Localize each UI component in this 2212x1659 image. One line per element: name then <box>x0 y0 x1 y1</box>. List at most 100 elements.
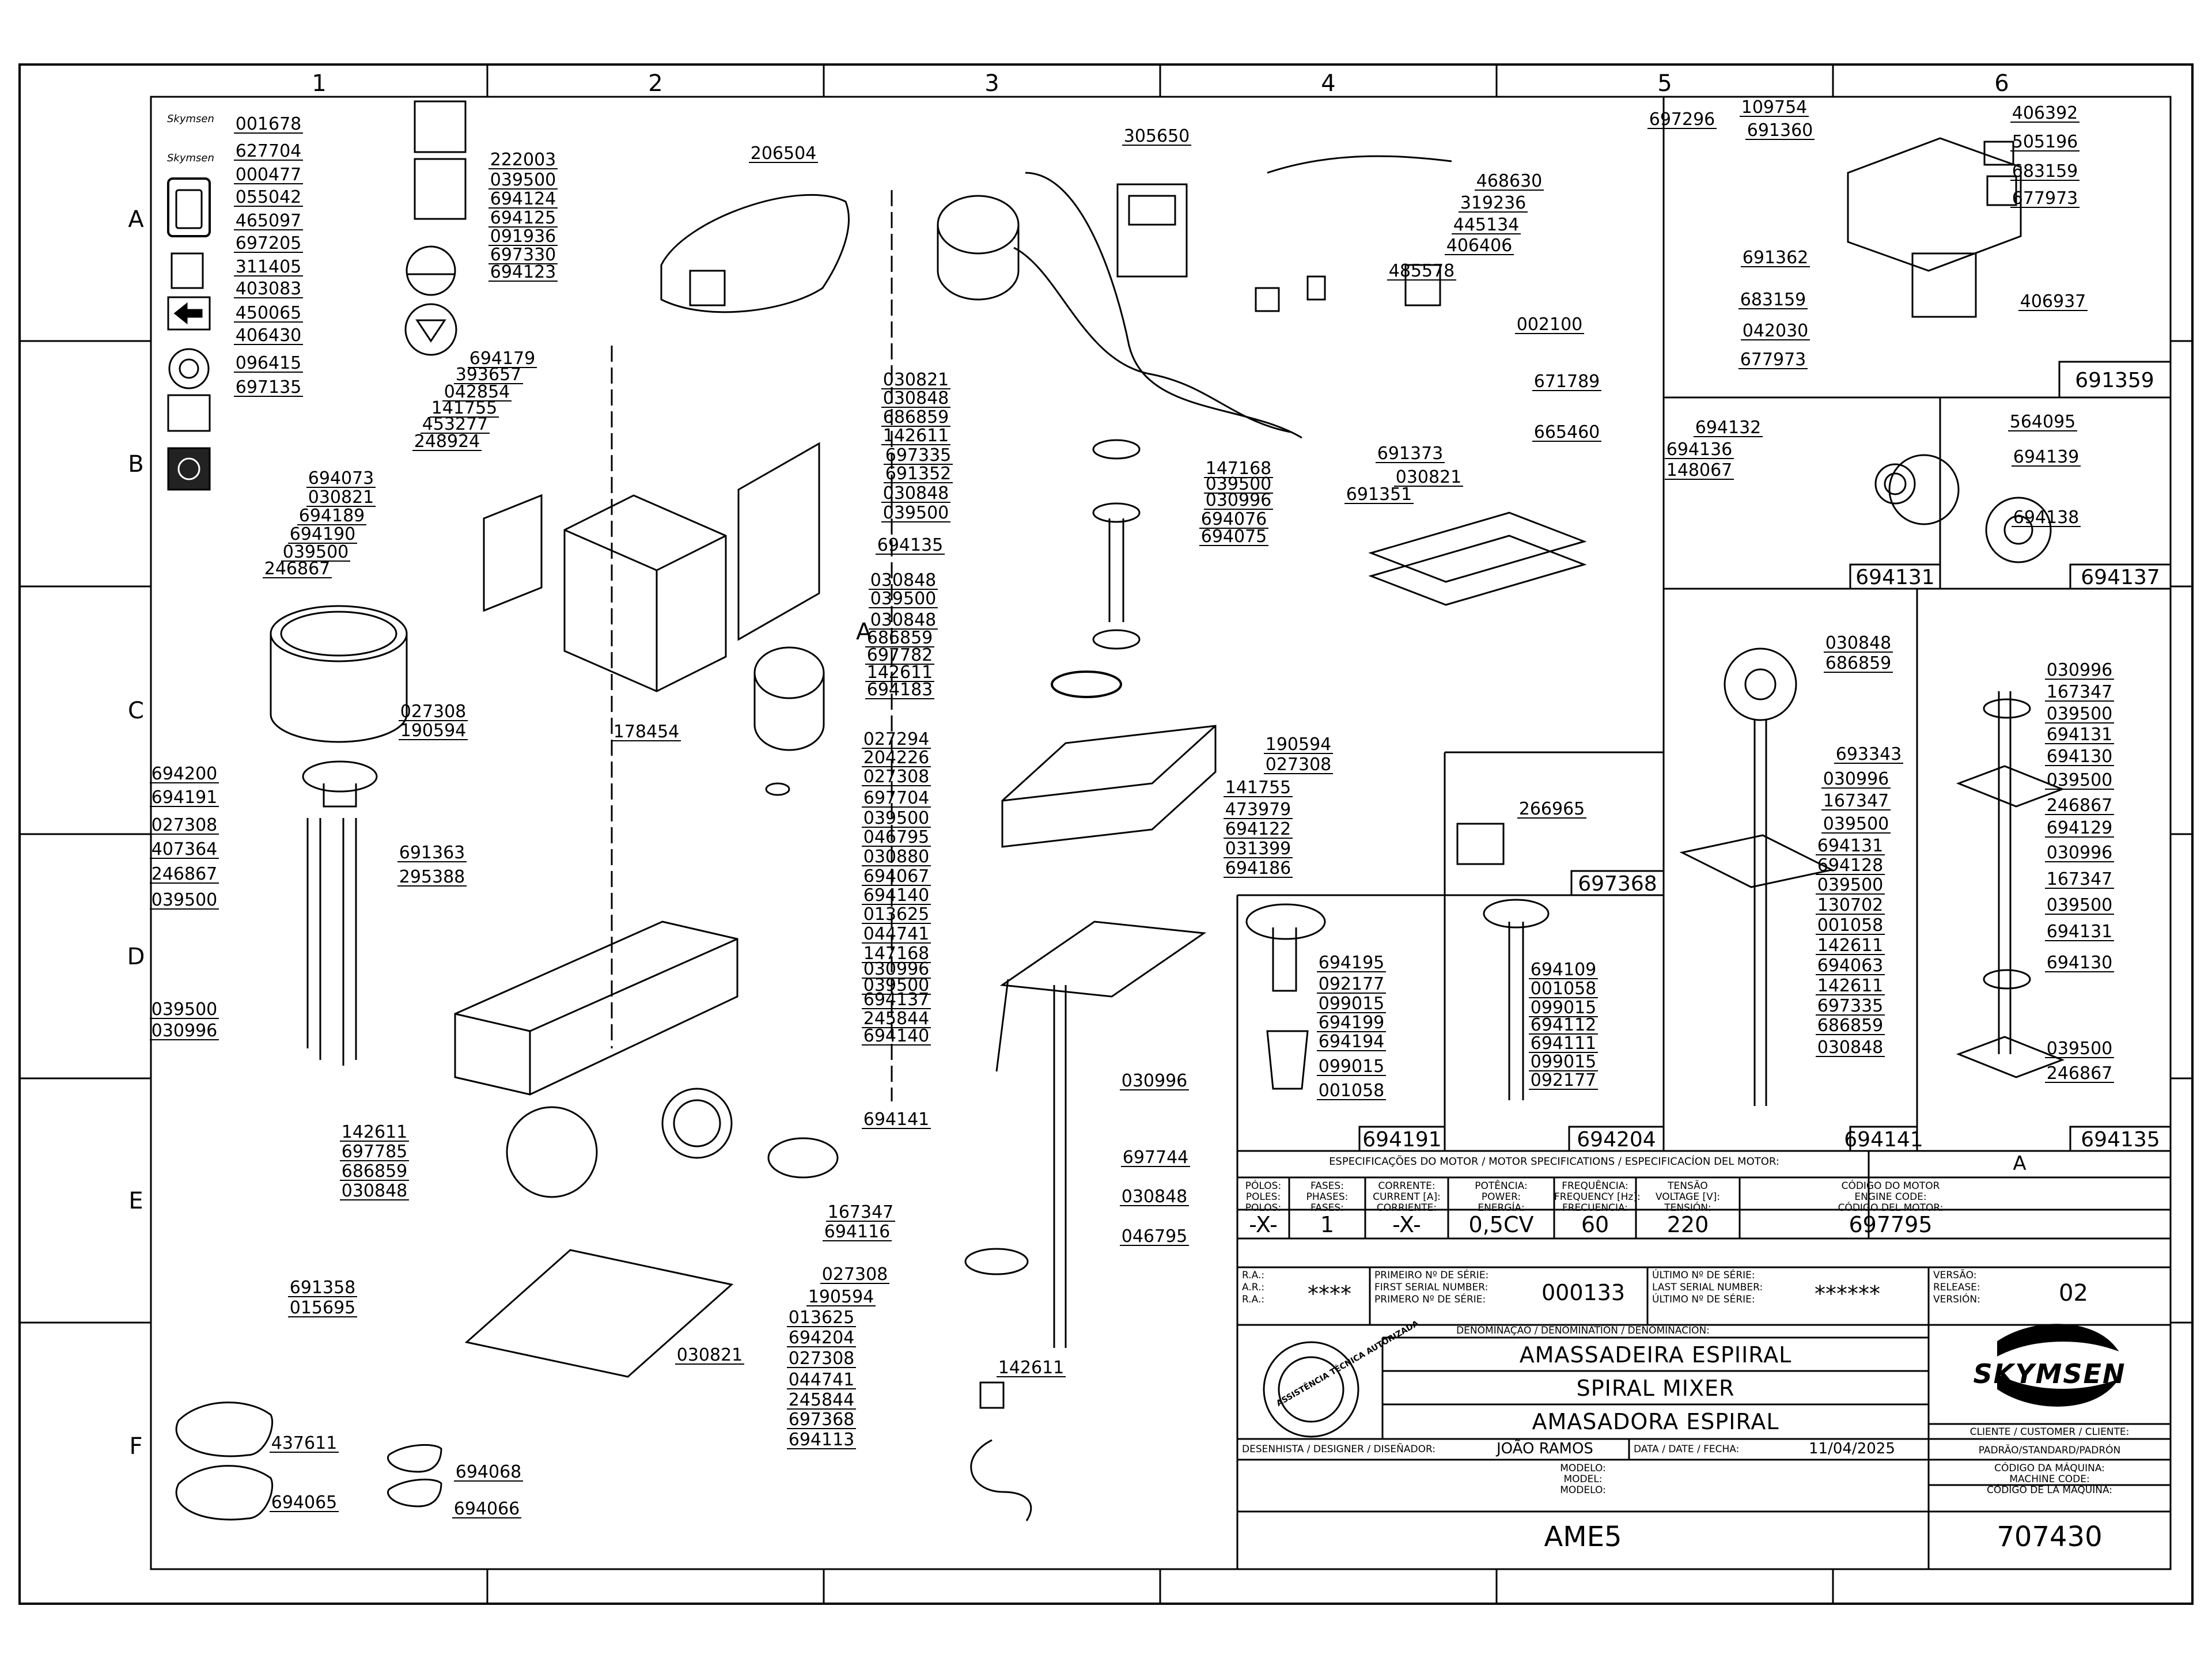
part-callout: 691352 <box>884 464 953 484</box>
part-number: 042854 <box>444 382 510 402</box>
part-callout: 694063 <box>1816 956 1885 976</box>
part-number: 694136 <box>1666 440 1733 460</box>
part-number: 694113 <box>789 1430 855 1450</box>
spec-column-header: FREQUÊNCIA:FREQUENCY [Hz]:FRECUENCIA: <box>1554 1180 1641 1214</box>
name-es: AMASADORA ESPIRAL <box>1532 1409 1779 1434</box>
part-number: 694189 <box>299 506 365 526</box>
part-number: 147168 <box>1206 459 1272 479</box>
part-number: 039500 <box>2047 1039 2113 1059</box>
part-number: 027308 <box>863 767 930 787</box>
part-number: 694195 <box>1319 953 1385 973</box>
part-number: 030996 <box>1206 490 1272 510</box>
part-callout: 697330 <box>488 245 558 265</box>
part-number: 403083 <box>236 279 302 299</box>
part-callout: 001058 <box>1317 1081 1386 1101</box>
part-number: 030848 <box>870 610 937 630</box>
part-number: 039500 <box>883 503 949 523</box>
part-callout: 039500 <box>2045 770 2114 790</box>
part-callout: 694073 <box>306 468 376 488</box>
part-number: 627704 <box>236 141 302 161</box>
part-number: 030996 <box>863 959 930 979</box>
part-number: 030996 <box>151 1021 218 1041</box>
part-callout: 697744 <box>1121 1147 1190 1168</box>
part-callout: 039500 <box>1821 814 1891 834</box>
part-callout: 694123 <box>488 262 558 282</box>
grid-column-label: 5 <box>1657 70 1672 97</box>
part-callout: 013625 <box>862 904 931 925</box>
part-callout: 039500 <box>2045 895 2114 915</box>
part-number: 030848 <box>342 1181 408 1201</box>
part-number: 031399 <box>1225 839 1291 859</box>
part-number: 677973 <box>2012 188 2078 209</box>
part-number: 042030 <box>1743 321 1809 341</box>
part-number: 697335 <box>885 445 952 465</box>
part-number: 141755 <box>1225 778 1291 798</box>
part-callout: 694129 <box>2045 818 2114 838</box>
part-number: 694073 <box>308 468 374 488</box>
part-callout: 030848 <box>340 1181 409 1201</box>
grid-column-label: 4 <box>1321 70 1335 97</box>
part-number: 030848 <box>1817 1037 1884 1058</box>
version-labels: VERSÃO: RELEASE: VERSIÓN: <box>1933 1270 1980 1306</box>
detail-box-label: 697368 <box>1578 872 1657 896</box>
part-callout: 190594 <box>806 1287 876 1307</box>
part-number: 406937 <box>2020 291 2086 312</box>
part-callout: 039500 <box>881 503 950 523</box>
part-number: 030848 <box>870 570 937 590</box>
part-number: 694116 <box>824 1222 891 1242</box>
part-callout: 694125 <box>488 208 558 228</box>
part-callout: 142611 <box>865 662 934 683</box>
part-number: 694128 <box>1817 855 1884 876</box>
column-housing <box>483 442 820 692</box>
part-callout: 044741 <box>787 1370 856 1390</box>
part-number: 465097 <box>236 211 302 231</box>
part-callout: 015695 <box>288 1298 357 1318</box>
part-callout: 406937 <box>2018 291 2088 312</box>
detail-box-label: 694141 <box>1844 1128 1923 1152</box>
version: 02 <box>2059 1280 2088 1306</box>
part-number: 027308 <box>151 815 218 835</box>
part-number: 245844 <box>863 1009 930 1029</box>
version-label: RELEASE: <box>1933 1282 1980 1293</box>
part-callout: 030848 <box>1120 1187 1189 1207</box>
part-number: 044741 <box>863 924 930 944</box>
part-number: 694066 <box>454 1499 520 1519</box>
part-callout: 468630 <box>1475 171 1544 191</box>
part-callout: 694138 <box>2012 507 2081 528</box>
part-number: 393657 <box>456 365 522 385</box>
detail-box-frames <box>1236 97 2172 1152</box>
part-callout: 030996 <box>2045 660 2114 680</box>
section-lines <box>611 190 893 1101</box>
part-callout: 142611 <box>1816 976 1885 996</box>
part-number: 694067 <box>863 866 930 887</box>
part-callout: 694139 <box>2012 447 2081 467</box>
part-callout: 027308 <box>150 815 219 835</box>
part-number: 002100 <box>1517 315 1583 335</box>
part-number: 096415 <box>236 353 302 373</box>
part-callout: 694131 <box>2045 725 2114 745</box>
part-number: 691358 <box>290 1278 356 1298</box>
part-number: 295388 <box>399 867 465 887</box>
part-callout: 453277 <box>421 414 490 434</box>
part-number: 406392 <box>2012 103 2078 123</box>
part-callout: 147168 <box>1204 459 1273 479</box>
part-callout: 694067 <box>862 866 931 887</box>
part-number: 694191 <box>151 787 218 808</box>
part-callout: 686859 <box>340 1161 409 1181</box>
part-number: 109754 <box>1741 97 1808 118</box>
part-callout: 030996 <box>1821 769 1891 789</box>
part-number: 055042 <box>236 187 302 207</box>
model-label: MODELO: <box>1560 1463 1606 1474</box>
part-callout: 694190 <box>288 524 357 544</box>
grid-row-label: E <box>128 1188 143 1214</box>
part-number: 039500 <box>2047 704 2113 724</box>
part-callout: 694109 <box>1529 960 1598 980</box>
first-serial-labels: PRIMEIRO Nº DE SÉRIE: FIRST SERIAL NUMBE… <box>1374 1270 1488 1306</box>
part-callout: 694195 <box>1317 953 1386 973</box>
part-callout: 694068 <box>454 1462 523 1482</box>
part-number: 694141 <box>863 1109 930 1130</box>
part-callout: 665460 <box>1532 422 1601 442</box>
part-callout: 055042 <box>234 187 303 207</box>
spec-column-value: -X- <box>1392 1212 1421 1237</box>
